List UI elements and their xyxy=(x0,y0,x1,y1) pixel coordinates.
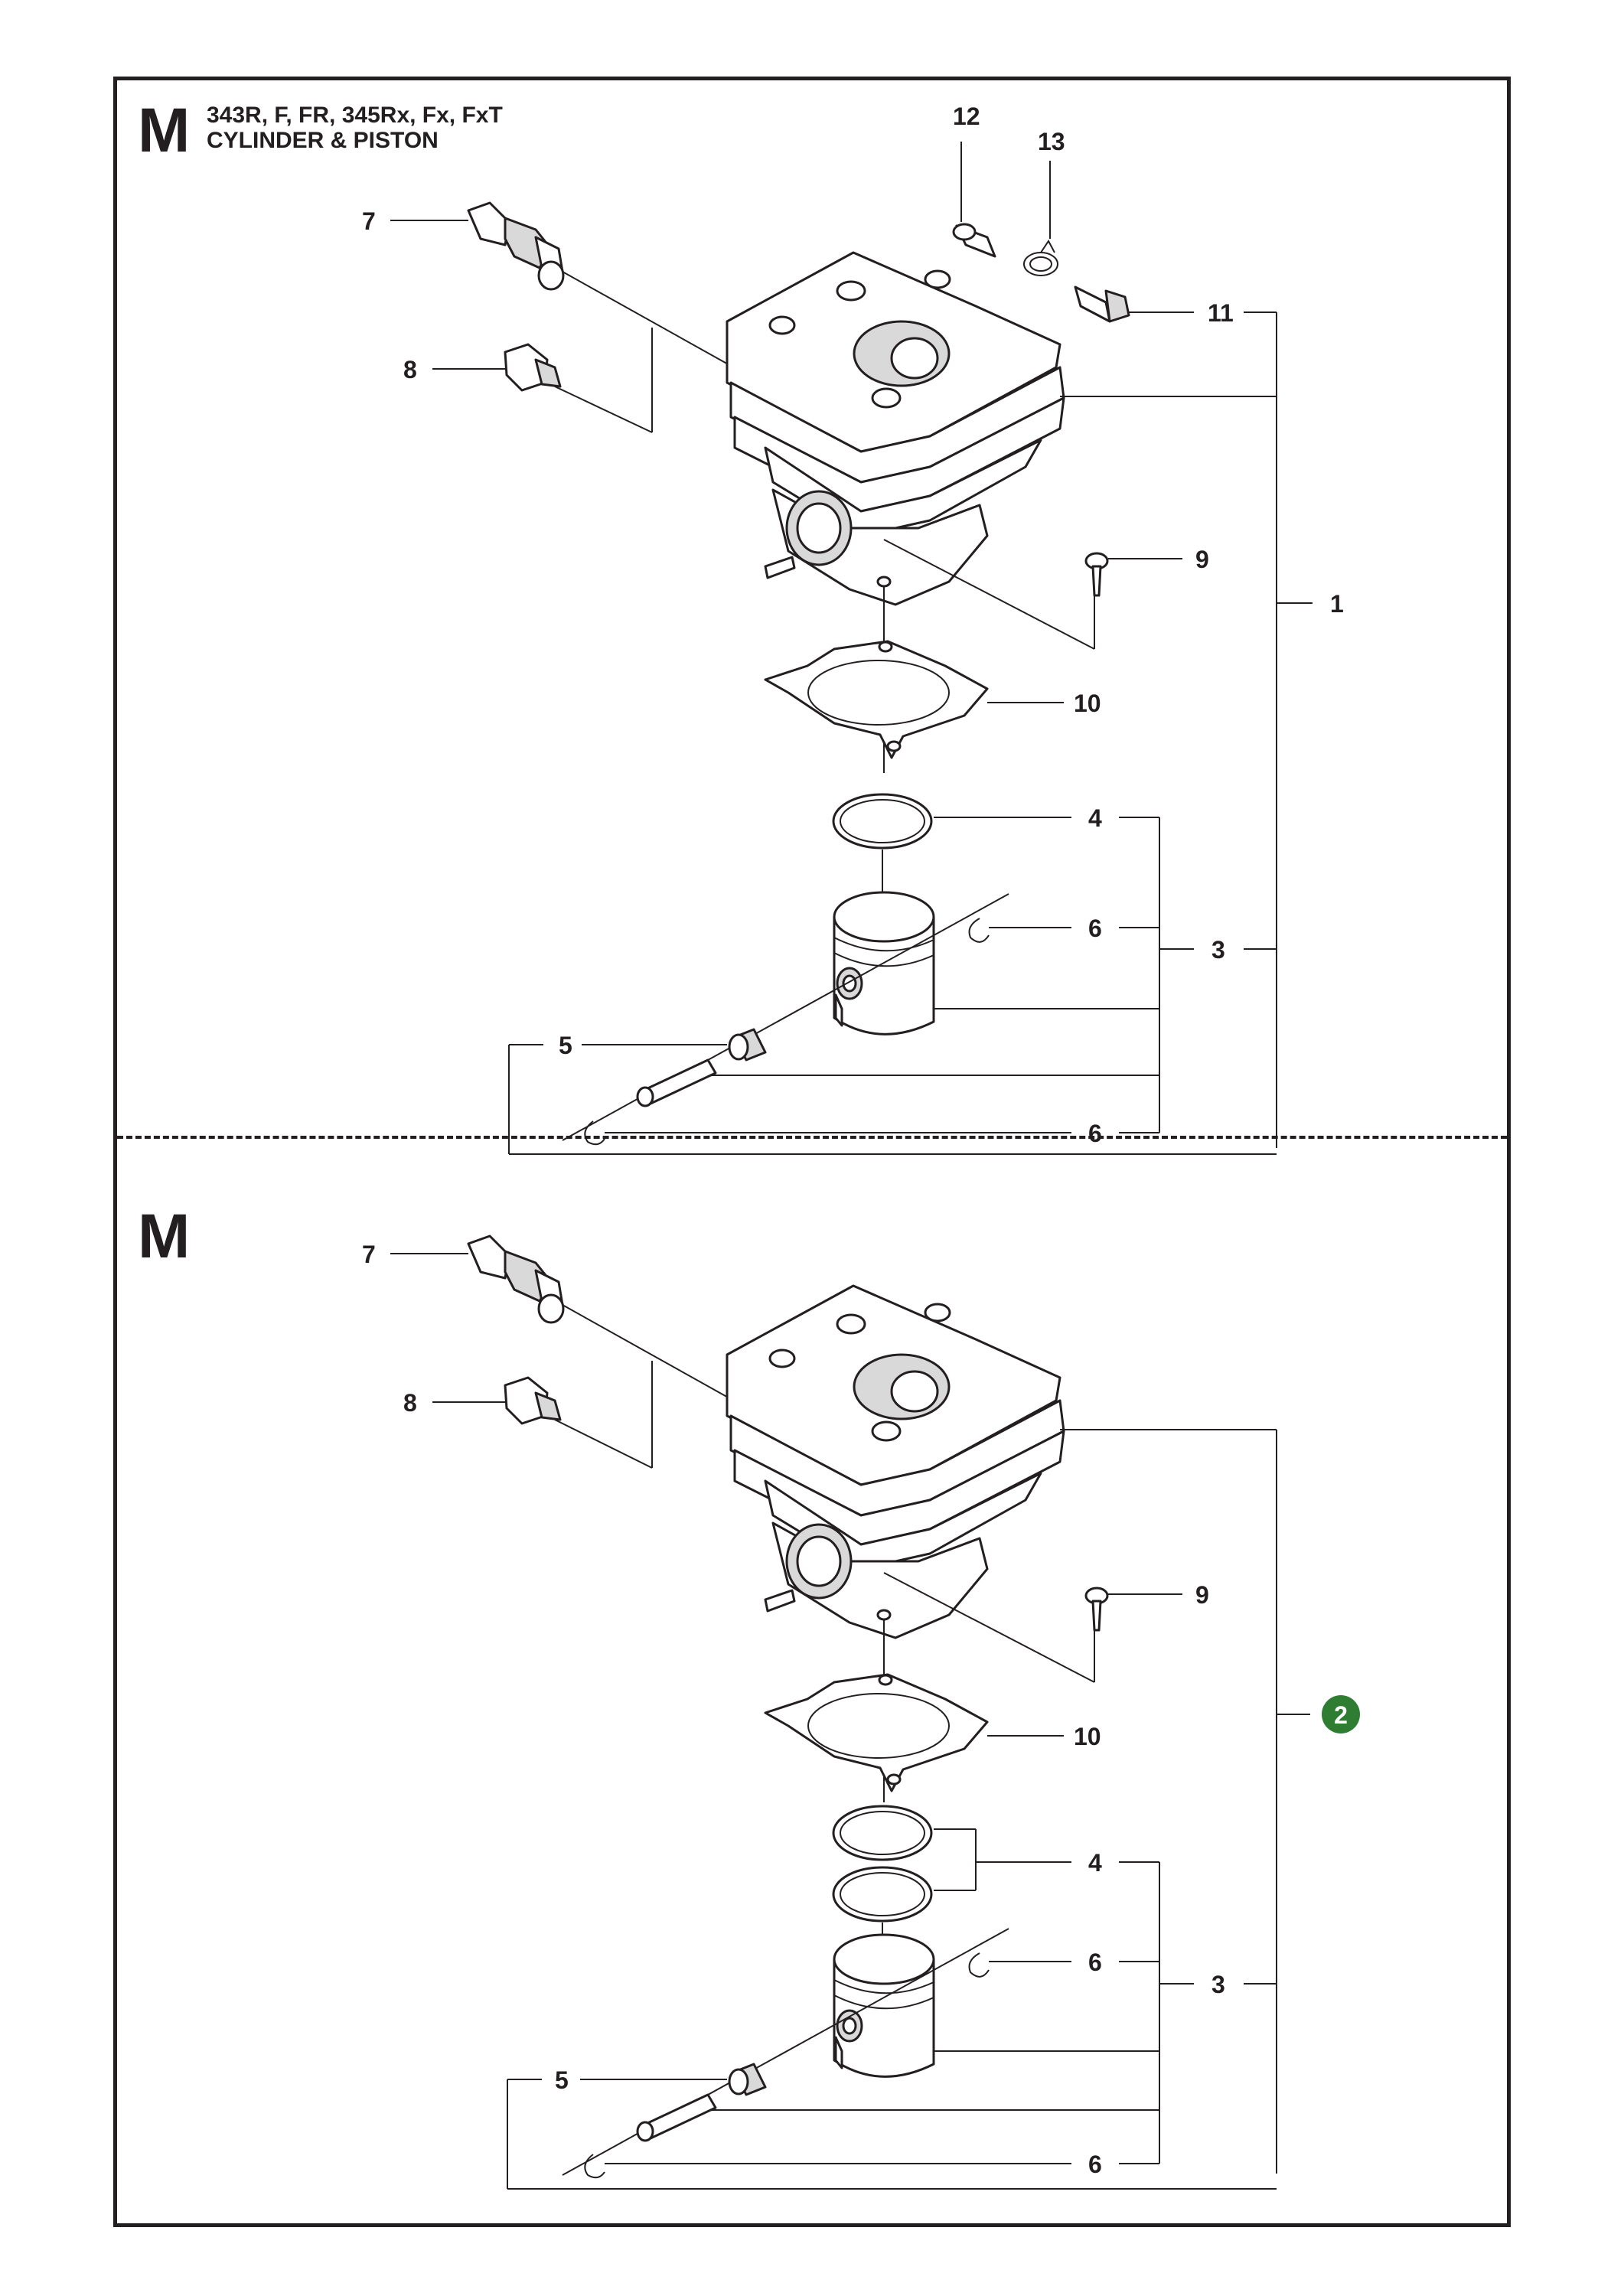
part-7-decompression-valve xyxy=(467,201,565,291)
section-divider xyxy=(117,1136,1507,1139)
callout-bottom-6b: 6 xyxy=(1088,2151,1102,2178)
callout-bottom-8: 8 xyxy=(403,1389,417,1417)
callout-bottom-5: 5 xyxy=(555,2066,569,2094)
callout-bottom-6: 6 xyxy=(1088,1949,1102,1976)
model-list: 343R, F, FR, 345Rx, Fx, FxT xyxy=(207,103,503,128)
part-8-plug-b xyxy=(504,1376,562,1425)
cylinder-b xyxy=(726,1284,1065,1639)
section-letter-bottom: M xyxy=(138,1202,191,1271)
part-8-plug xyxy=(504,343,562,392)
part-9-screw xyxy=(1084,552,1109,597)
callout-top-1: 1 xyxy=(1330,590,1344,618)
callout-top-8: 8 xyxy=(403,356,417,383)
callout-bottom-7: 7 xyxy=(362,1241,376,1268)
callout-top-7: 7 xyxy=(362,207,376,235)
kit-badge-2[interactable]: 2 xyxy=(1322,1695,1360,1733)
piston-pin-b xyxy=(636,2093,717,2142)
section-letter-top: M xyxy=(138,96,191,165)
kit-badge-label: 2 xyxy=(1334,1701,1348,1729)
part-10-gasket-b xyxy=(764,1673,989,1792)
part-5-needle-bearing-b xyxy=(728,2063,767,2096)
callout-top-11: 11 xyxy=(1208,299,1234,327)
callout-bottom-3: 3 xyxy=(1211,1971,1225,1998)
part-12-tube xyxy=(952,142,996,258)
callout-top-3: 3 xyxy=(1211,936,1225,964)
page-frame xyxy=(113,77,1511,2227)
part-6-circlip-bottom-b xyxy=(584,2154,605,2179)
callout-bottom-10: 10 xyxy=(1074,1723,1101,1750)
part-9-screw-b xyxy=(1084,1587,1109,1632)
part-11-elbow xyxy=(1074,285,1194,323)
part-13-clamp xyxy=(1023,161,1058,276)
top-exploded-view: 12 13 11 7 xyxy=(362,103,1344,1155)
callout-top-5: 5 xyxy=(559,1032,572,1059)
callout-top-12: 12 xyxy=(953,103,980,130)
callout-top-6: 6 xyxy=(1088,915,1102,942)
callout-top-9: 9 xyxy=(1195,546,1209,573)
piston xyxy=(833,891,935,1035)
callout-top-6b: 6 xyxy=(1088,1120,1102,1147)
callout-top-10: 10 xyxy=(1074,690,1101,717)
part-5-needle-bearing xyxy=(728,1028,767,1062)
part-6-circlip-top xyxy=(968,918,990,943)
section-title: CYLINDER & PISTON xyxy=(207,128,439,153)
part-4-piston-ring xyxy=(832,793,933,850)
callout-bottom-4: 4 xyxy=(1088,1849,1102,1877)
part-10-gasket xyxy=(764,640,989,759)
callout-top-4: 4 xyxy=(1088,804,1102,832)
cylinder xyxy=(726,251,1065,606)
piston-pin xyxy=(636,1058,717,1107)
part-7-decompression-valve-b xyxy=(467,1234,565,1324)
callout-bottom-9: 9 xyxy=(1195,1581,1209,1609)
bottom-exploded-view: 7 8 xyxy=(362,1234,1360,2190)
part-6-circlip-bottom xyxy=(584,1120,605,1146)
piston-b xyxy=(833,1933,935,2078)
callout-top-13: 13 xyxy=(1038,128,1065,155)
part-4-piston-rings-b xyxy=(832,1805,933,1923)
part-6-circlip-top-b xyxy=(968,1952,990,1978)
